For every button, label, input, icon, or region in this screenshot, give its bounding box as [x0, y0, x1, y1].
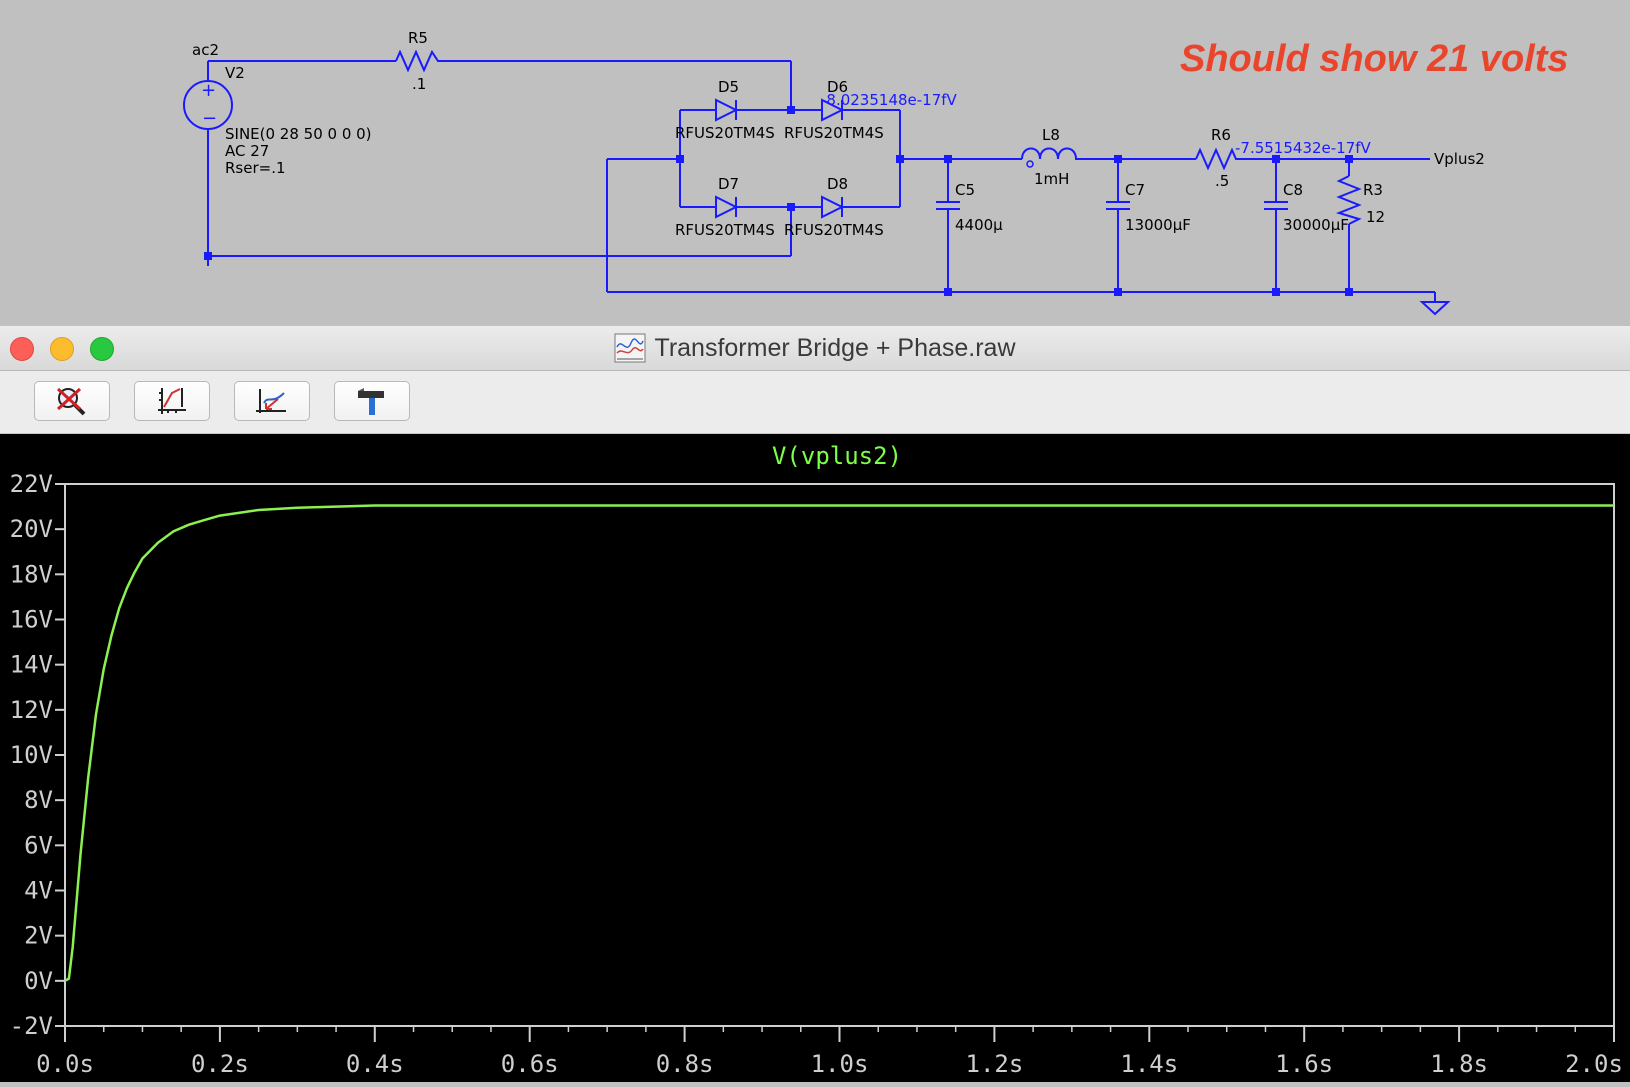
diode-d8[interactable]: [821, 195, 845, 219]
x-tick-label[interactable]: 1.2s: [966, 1050, 1024, 1078]
zoom-cancel-button[interactable]: [34, 381, 110, 421]
y-tick-label[interactable]: 4V: [24, 877, 53, 905]
y-tick-label[interactable]: 8V: [24, 786, 53, 814]
c7-name: C7: [1125, 181, 1145, 199]
resistor-r5-icon[interactable]: [395, 49, 442, 73]
y-tick-label[interactable]: 20V: [10, 515, 53, 543]
y-tick-label[interactable]: 14V: [10, 651, 53, 679]
settings-button[interactable]: [334, 381, 410, 421]
y-tick-label[interactable]: 0V: [24, 967, 53, 995]
svg-text:+: +: [201, 80, 216, 101]
y-tick-label[interactable]: 2V: [24, 922, 53, 950]
r6-probe-value: -7.5515432e-17fV: [1235, 139, 1372, 157]
waveform-toolbar: [0, 371, 1630, 434]
d7-name: D7: [718, 175, 739, 193]
diode-d7[interactable]: [715, 195, 739, 219]
y-tick-label[interactable]: 18V: [10, 560, 53, 588]
autorange-button[interactable]: [134, 381, 210, 421]
x-tick-label[interactable]: 0.6s: [501, 1050, 559, 1078]
d8-name: D8: [827, 175, 848, 193]
x-tick-label[interactable]: 0.2s: [191, 1050, 249, 1078]
c5-value: 4400µ: [955, 216, 1003, 234]
waveform-chart[interactable]: V(vplus2) 22V 20V 18V 16V 14V 12V 10V 8V 6V 4V 2V 0…: [0, 434, 1630, 1082]
l8-name: L8: [1042, 126, 1060, 144]
y-tick-label[interactable]: 10V: [10, 741, 53, 769]
x-tick-label[interactable]: 2.0s: [1565, 1050, 1623, 1078]
hammer-icon: [358, 388, 384, 415]
resistor-r3-icon[interactable]: [1335, 175, 1362, 225]
net-label-vplus2: Vplus2: [1434, 150, 1485, 168]
x-tick-label[interactable]: 1.0s: [811, 1050, 869, 1078]
d6-name: D6: [827, 78, 848, 96]
y-tick-label[interactable]: 12V: [10, 696, 53, 724]
c5-name: C5: [955, 181, 975, 199]
x-tick-label[interactable]: 0.4s: [346, 1050, 404, 1078]
wires: [207, 60, 1436, 302]
voltage-source-icon: [183, 80, 233, 130]
trace-group: [64, 504, 1614, 982]
ground-icon: [1419, 301, 1451, 316]
r5-name: R5: [408, 29, 428, 47]
trace-label[interactable]: V(vplus2): [772, 442, 902, 470]
window-titlebar[interactable]: Transformer Bridge + Phase.raw: [0, 326, 1630, 371]
x-tick-label[interactable]: 0.0s: [36, 1050, 94, 1078]
x-axis: 0.0s 0.2s 0.4s 0.6s 0.8s 1.0s 1.2s 1.4s 1.6s 1.8s…: [36, 1026, 1623, 1078]
svg-text:−: −: [202, 108, 217, 129]
waveform-window: Transformer Bridge + Phase.raw: [0, 326, 1630, 1082]
r3-value: 12: [1366, 208, 1385, 226]
zoom-cancel-icon: [56, 387, 86, 416]
close-button[interactable]: [10, 337, 34, 361]
plot-area[interactable]: V(vplus2) 22V 20V 18V 16V 14V 12V 10V 8V 6V 4V 2V 0…: [0, 434, 1630, 1082]
source-line3: Rser=.1: [225, 159, 286, 177]
maximize-button[interactable]: [90, 337, 114, 361]
junction-dots: [204, 106, 1353, 296]
y-tick-label[interactable]: -2V: [10, 1012, 53, 1040]
inductor-l8-icon[interactable]: [1021, 147, 1082, 160]
plot-border: [64, 483, 1615, 1027]
d5-model: RFUS20TM4S: [675, 124, 775, 142]
c8-name: C8: [1283, 181, 1303, 199]
r6-name: R6: [1211, 126, 1231, 144]
d6-probe-value: -8.0235148e-17fV: [821, 91, 958, 109]
x-tick-label[interactable]: 0.8s: [656, 1050, 714, 1078]
window-title: Transformer Bridge + Phase.raw: [654, 333, 1016, 362]
c7-value: 13000µF: [1125, 216, 1191, 234]
series-line[interactable]: [64, 504, 1614, 982]
minimize-button[interactable]: [50, 337, 74, 361]
source-line2: AC 27: [225, 142, 269, 160]
net-label-ac2: ac2: [192, 41, 219, 59]
c8-value: 30000µF: [1283, 216, 1349, 234]
x-tick-label[interactable]: 1.6s: [1275, 1050, 1333, 1078]
r5-value: .1: [412, 75, 426, 93]
x-tick-label[interactable]: 1.8s: [1430, 1050, 1488, 1078]
resistor-r6-icon[interactable]: [1195, 147, 1240, 171]
l8-value: 1mH: [1034, 170, 1069, 188]
y-tick-label[interactable]: 16V: [10, 606, 53, 634]
y-tick-label[interactable]: 6V: [24, 831, 53, 859]
d5-name: D5: [718, 78, 739, 96]
d8-model: RFUS20TM4S: [784, 221, 884, 239]
schematic-canvas[interactable]: Should show 21 volts: [0, 0, 1630, 326]
source-line1: SINE(0 28 50 0 0 0): [225, 125, 372, 143]
zoom-back-icon: [256, 389, 286, 413]
diode-d5[interactable]: [715, 98, 739, 122]
r6-value: .5: [1215, 172, 1229, 190]
source-name: V2: [225, 64, 245, 82]
source-v2[interactable]: + −: [183, 80, 233, 130]
zoom-back-button[interactable]: [234, 381, 310, 421]
autorange-icon: [158, 388, 186, 414]
x-tick-label[interactable]: 1.4s: [1120, 1050, 1178, 1078]
d7-model: RFUS20TM4S: [675, 221, 775, 239]
y-axis: 22V 20V 18V 16V 14V 12V 10V 8V 6V 4V 2V 0V -2V: [10, 470, 65, 1040]
d6-model: RFUS20TM4S: [784, 124, 884, 142]
y-tick-label[interactable]: 22V: [10, 470, 53, 498]
annotation-note: Should show 21 volts: [1180, 38, 1569, 80]
plot-frame: [64, 483, 1615, 1027]
diode-d6[interactable]: [821, 98, 845, 122]
r3-name: R3: [1363, 181, 1383, 199]
waveform-file-icon: [614, 333, 646, 363]
